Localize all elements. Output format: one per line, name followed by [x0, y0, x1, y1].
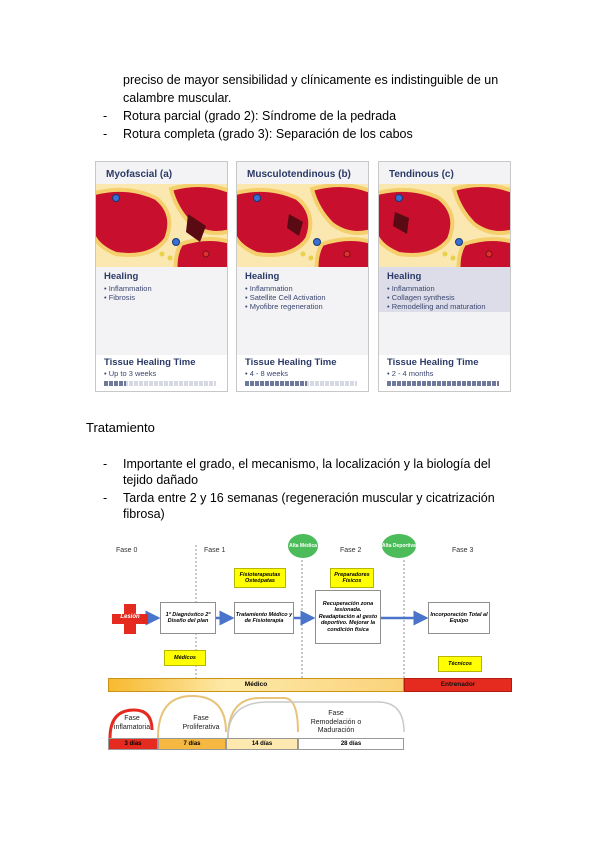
treatment-bullet-1-line-1: Importante el grado, el mecanismo, la lo…	[123, 457, 491, 471]
fisioterapeutas-box: Fisioterapeutas Osteópatas	[234, 568, 286, 588]
muscle-illustration	[379, 184, 510, 267]
treatment-bullet-2-line-2: fibrosa)	[123, 507, 165, 521]
healing-item: • Myofibre regeneration	[245, 302, 323, 311]
card-tendinous: Tendinous (c) Healing • Inflammation • C…	[378, 161, 511, 392]
phase-label: Fase 1	[204, 547, 226, 554]
healing-time-bar	[104, 381, 126, 386]
healing-item: • Inflammation	[387, 284, 435, 293]
healing-title: Healing	[387, 271, 422, 282]
muscle-illustration	[96, 184, 227, 267]
card-title: Musculotendinous (b)	[247, 169, 351, 180]
healing-time-bar	[245, 381, 307, 386]
healing-list: • Inflammation • Collagen synthesis • Re…	[387, 284, 486, 311]
incorporacion-box: Incorporación Total al Equipo	[428, 602, 490, 634]
healing-item: • Collagen synthesis	[387, 293, 455, 302]
healing-section: Healing • Inflammation • Satellite Cell …	[237, 267, 368, 312]
medicos-box: Médicos	[164, 650, 206, 666]
card-myofascial: Myofascial (a) Healing • Inflammation • …	[95, 161, 228, 392]
card-musculotendinous: Musculotendinous (b) Healing • Inflammat…	[236, 161, 369, 392]
healing-item: • Inflammation	[104, 284, 152, 293]
healing-time-bar	[387, 381, 499, 386]
phase-label: Fase 2	[340, 547, 362, 554]
card-title: Tendinous (c)	[389, 169, 454, 180]
lesion-cross-icon	[112, 604, 148, 634]
healing-item: • Satellite Cell Activation	[245, 293, 326, 302]
diagnostico-box: 1º Diagnóstico 2º Diseño del plan	[160, 602, 216, 634]
healing-section: Healing • Inflammation • Collagen synthe…	[379, 267, 510, 312]
alta-deportiva-marker: Alta Deportiva	[382, 534, 416, 558]
bullet-dash: -	[103, 491, 108, 505]
recuperacion-box: Recuperación zona lesionada. Readaptació…	[315, 590, 381, 644]
healing-time-value: • 2 - 4 months	[387, 369, 434, 378]
phase-label: Fase 0	[116, 547, 138, 554]
stage-remodelacion: Fase Remodelación o Maduración	[310, 710, 362, 734]
treatment-bullet-2-line-1: Tarda entre 2 y 16 semanas (regeneración…	[123, 491, 495, 505]
healing-list: • Inflammation • Fibrosis	[104, 284, 152, 302]
entrenador-bar: Entrenador	[404, 678, 512, 692]
healing-title: Healing	[104, 271, 139, 282]
days-segment: 7 días	[158, 738, 226, 750]
alta-medica-marker: Alta Médica	[288, 534, 318, 558]
card-title: Myofascial (a)	[106, 169, 173, 180]
lesion-label: Lesión	[120, 614, 140, 620]
bullet-dash: -	[103, 109, 108, 123]
bullet-rotura-parcial: Rotura parcial (grado 2): Síndrome de la…	[123, 109, 397, 123]
bullet-dash: -	[103, 457, 108, 471]
healing-time-section: Tissue Healing Time • 4 - 8 weeks	[237, 355, 368, 391]
healing-item: • Inflammation	[245, 284, 293, 293]
healing-list: • Inflammation • Satellite Cell Activati…	[245, 284, 326, 311]
section-heading: Tratamiento	[86, 420, 155, 435]
treatment-bullet-1-line-2: tejido dañado	[123, 473, 199, 487]
healing-time-title: Tissue Healing Time	[387, 357, 479, 368]
days-segment: 28 días	[298, 738, 404, 750]
healing-time-section: Tissue Healing Time • 2 - 4 months	[379, 355, 510, 391]
bullet-dash: -	[103, 127, 108, 141]
healing-time-bar-track	[104, 381, 216, 386]
healing-time-section: Tissue Healing Time • Up to 3 weeks	[96, 355, 227, 391]
tecnicos-box: Técnicos	[438, 656, 482, 672]
days-segment: 3 días	[108, 738, 158, 750]
recovery-flow-diagram: Fase 0 Fase 1 Fase 2 Fase 3 Alta Médica …	[108, 530, 513, 760]
healing-time-value: • Up to 3 weeks	[104, 369, 157, 378]
bullet-rotura-completa: Rotura completa (grado 3): Separación de…	[123, 127, 413, 141]
healing-time-title: Tissue Healing Time	[104, 357, 196, 368]
healing-item: • Remodelling and maturation	[387, 302, 486, 311]
intro-line-2: calambre muscular.	[123, 91, 232, 105]
healing-time-value: • 4 - 8 weeks	[245, 369, 289, 378]
days-segment: 14 días	[226, 738, 298, 750]
preparadores-box: Preparadores Físicos	[330, 568, 374, 588]
intro-line-1: preciso de mayor sensibilidad y clínicam…	[123, 73, 499, 87]
tratamiento-box: Tratamiento Médico y de Fisioterapia	[234, 602, 294, 634]
stage-proliferativa: Fase Proliferativa	[182, 715, 220, 731]
healing-item: • Fibrosis	[104, 293, 135, 302]
muscle-illustration	[237, 184, 368, 267]
phase-label: Fase 3	[452, 547, 474, 554]
stage-inflamatoria: Fase inflamatoria	[113, 715, 151, 731]
healing-section: Healing • Inflammation • Fibrosis	[96, 267, 227, 312]
healing-time-title: Tissue Healing Time	[245, 357, 337, 368]
medico-bar: Médico	[108, 678, 404, 692]
healing-title: Healing	[245, 271, 280, 282]
